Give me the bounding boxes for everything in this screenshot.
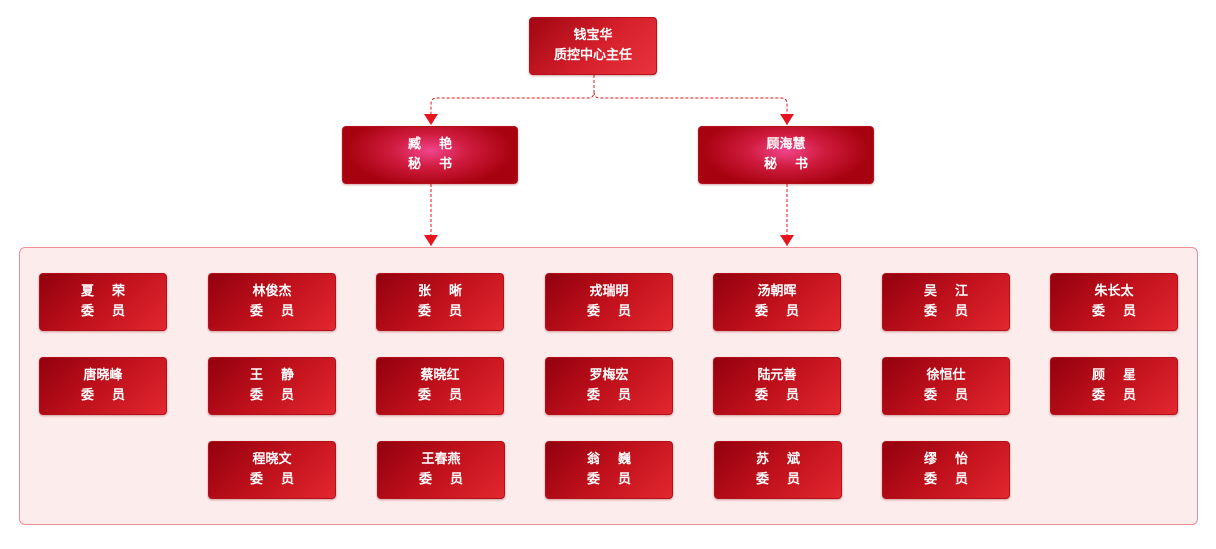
member-node: 蔡晓红 委 员	[376, 357, 504, 415]
member-title: 委 员	[754, 388, 800, 403]
member-title: 委 员	[417, 304, 463, 319]
member-node: 张 晰 委 员	[376, 273, 504, 331]
member-name: 王 静	[249, 368, 295, 383]
member-name: 张 晰	[417, 284, 463, 299]
member-title: 委 员	[80, 388, 126, 403]
member-node: 程晓文 委 员	[208, 441, 336, 499]
member-title: 委 员	[1091, 388, 1137, 403]
member-title: 委 员	[249, 472, 295, 487]
member-name: 林俊杰	[252, 284, 292, 299]
member-node: 朱长太 委 员	[1050, 273, 1178, 331]
member-name: 程晓文	[252, 452, 292, 467]
member-node: 林俊杰 委 员	[208, 273, 336, 331]
member-name: 苏 斌	[755, 452, 801, 467]
secretary-name: 顾海慧	[766, 137, 806, 152]
head-node: 钱宝华 质控中心主任	[529, 17, 657, 75]
member-name: 蔡晓红	[420, 368, 460, 383]
member-name: 罗梅宏	[589, 368, 629, 383]
secretary-title: 秘 书	[407, 157, 453, 172]
member-title: 委 员	[923, 304, 969, 319]
member-node: 缪 怡 委 员	[882, 441, 1010, 499]
connector-head-to-secretary-2	[593, 91, 794, 125]
member-node: 唐晓峰 委 员	[39, 357, 167, 415]
member-name: 吴 江	[923, 284, 969, 299]
member-node: 陆元善 委 员	[713, 357, 841, 415]
member-title: 委 员	[1091, 304, 1137, 319]
secretary-name: 臧 艳	[407, 137, 453, 152]
connector-head-to-secretary-1	[424, 75, 595, 125]
member-name: 陆元善	[757, 368, 797, 383]
member-title: 委 员	[586, 472, 632, 487]
member-title: 委 员	[755, 472, 801, 487]
member-node: 翁 巍 委 员	[545, 441, 673, 499]
member-title: 委 员	[923, 472, 969, 487]
member-node: 罗梅宏 委 员	[545, 357, 673, 415]
member-node: 徐恒仕 委 员	[882, 357, 1010, 415]
secretary-node: 顾海慧 秘 书	[698, 126, 874, 184]
member-name: 唐晓峰	[83, 368, 123, 383]
head-name: 钱宝华	[573, 28, 613, 43]
member-title: 委 员	[418, 472, 464, 487]
member-node: 汤朝晖 委 员	[713, 273, 841, 331]
member-node: 戎瑞明 委 员	[545, 273, 673, 331]
member-title: 委 员	[586, 304, 632, 319]
member-name: 王春燕	[421, 452, 461, 467]
member-title: 委 员	[754, 304, 800, 319]
member-node: 夏 荣 委 员	[39, 273, 167, 331]
member-name: 顾 星	[1091, 368, 1137, 383]
member-title: 委 员	[417, 388, 463, 403]
member-node: 苏 斌 委 员	[714, 441, 842, 499]
member-name: 翁 巍	[586, 452, 632, 467]
member-name: 缪 怡	[923, 452, 969, 467]
member-node: 顾 星 委 员	[1050, 357, 1178, 415]
member-title: 委 员	[249, 388, 295, 403]
member-name: 汤朝晖	[757, 284, 797, 299]
secretary-node: 臧 艳 秘 书	[342, 126, 518, 184]
member-title: 委 员	[923, 388, 969, 403]
member-title: 委 员	[249, 304, 295, 319]
member-node: 王春燕 委 员	[377, 441, 505, 499]
member-title: 委 员	[586, 388, 632, 403]
member-title: 委 员	[80, 304, 126, 319]
member-name: 戎瑞明	[589, 284, 629, 299]
member-name: 夏 荣	[80, 284, 126, 299]
member-node: 王 静 委 员	[208, 357, 336, 415]
head-title: 质控中心主任	[553, 48, 632, 63]
secretary-title: 秘 书	[763, 157, 809, 172]
member-name: 徐恒仕	[926, 368, 966, 383]
member-name: 朱长太	[1094, 284, 1134, 299]
member-node: 吴 江 委 员	[882, 273, 1010, 331]
